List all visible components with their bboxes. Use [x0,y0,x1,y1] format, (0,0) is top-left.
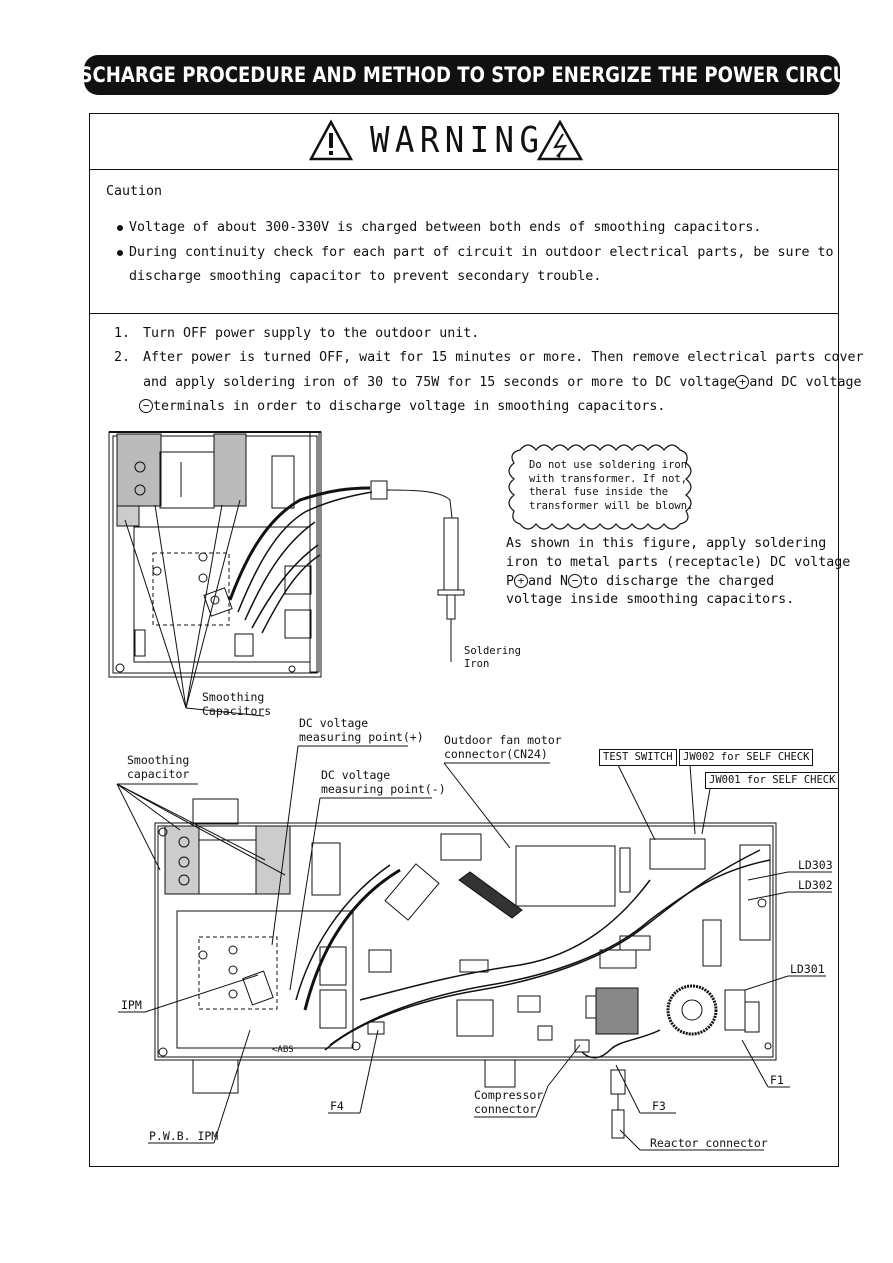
smoothing-capacitor-label: Smoothing capacitor [127,753,189,782]
warning-row [89,113,839,170]
label-p: P [506,574,515,589]
banner-title: DISCHARGE PROCEDURE AND METHOD TO STOP E… [57,63,867,87]
cloud-note-line: Do not use soldering iron [529,459,688,471]
abs-marking: <ABS [272,1045,294,1055]
compressor-connector-label: Compressor connector [474,1088,543,1117]
f1-label: F1 [770,1073,784,1087]
figure1-board-drawing [108,431,465,678]
figure1-desc-line1: As shown in this figure, apply soldering [506,536,827,551]
step-2-line2: and apply soldering iron of 30 to 75W fo… [143,375,861,389]
soldering-iron-label-line: Soldering [464,645,521,657]
ipm-label: IPM [121,998,142,1012]
label-line: Smoothing [127,753,190,767]
label-and-n: and N [528,574,569,589]
step-2-number: 2. [114,350,131,365]
ld302-label: LD302 [798,878,833,892]
plus-symbol-icon: + [514,574,529,588]
figure1-desc-line2: iron to metal parts (receptacle) DC volt… [506,555,851,570]
dc-plus-label: DC voltage measuring point(+) [299,716,424,745]
soldering-iron-label-line: Iron [464,658,490,671]
reactor-connector-label: Reactor connector [650,1136,768,1150]
label-line: Outdoor fan motor [444,733,562,747]
fan-connector-label: Outdoor fan motor connector(CN24) [444,733,562,762]
caution-bullet-2-line2: discharge smoothing capacitor to prevent… [129,269,602,284]
caution-box [89,170,839,314]
f3-label: F3 [652,1099,666,1113]
step-2-line3: −terminals in order to discharge voltage… [139,399,665,413]
warning-triangle-icon [308,119,354,161]
minus-symbol-icon: − [139,399,153,413]
step-1-text: Turn OFF power supply to the outdoor uni… [143,326,480,341]
figure1-desc-line4: voltage inside smoothing capacitors. [506,592,795,607]
content-frame [89,113,839,1167]
label-line: Smoothing [202,690,265,704]
cloud-note-line: theral fuse inside the [529,486,669,498]
bullet-dot [117,250,123,256]
jw001-label: JW001 for SELF CHECK [705,772,840,790]
caution-heading: Caution [106,184,163,199]
caution-bullet-1: Voltage of about 300-330V is charged bet… [129,220,762,235]
f4-label: F4 [330,1099,344,1113]
ld303-label: LD303 [798,858,833,872]
test-switch-label: TEST SWITCH [599,749,677,767]
step-2-line2b: and DC voltage [749,375,862,390]
cloud-note-line: transformer will be blown. [529,499,694,512]
soldering-iron-label: Soldering Iron [464,645,521,671]
pwb-ipm-label: P.W.B. IPM [149,1129,219,1143]
figure1-desc-line3: P+and N−to discharge the charged [506,574,774,588]
plus-symbol-icon: + [735,375,750,389]
label-line: Compressor [474,1088,544,1102]
label-line: DC voltage [299,716,369,730]
cloud-note-line: with transformer. If not, [529,472,688,485]
desc-rest: to discharge the charged [582,574,775,589]
label-line: Capacitors [202,704,272,719]
section-banner: DISCHARGE PROCEDURE AND METHOD TO STOP E… [58,55,866,95]
figure2-leader-lines [116,745,832,1151]
jw002-label: JW002 for SELF CHECK [679,749,814,767]
label-line: connector [474,1102,537,1117]
step-2-line2a: and apply soldering iron of 30 to 75W fo… [143,375,736,390]
electric-hazard-icon [536,119,584,161]
figure2-board-drawing [154,798,777,1139]
warning-title: WARNING [370,120,545,161]
bullet-dot [117,225,123,231]
dc-minus-label: DC voltage measuring point(-) [321,768,446,797]
minus-symbol-icon: − [568,574,583,588]
caution-bullet-2-line1: During continuity check for each part of… [129,245,834,260]
label-line: connector(CN24) [444,747,548,762]
ld301-label: LD301 [790,962,825,976]
label-line: measuring point(-) [321,782,446,797]
label-line: measuring point(+) [299,730,424,745]
step-2-line1: After power is turned OFF, wait for 15 m… [143,350,864,365]
label-line: capacitor [127,767,190,782]
smoothing-capacitors-label: Smoothing Capacitors [202,690,271,719]
label-line: DC voltage [321,768,391,782]
cloud-note: Do not use soldering iron with transform… [529,459,693,513]
step-2-line3-text: terminals in order to discharge voltage … [153,399,666,414]
cloud-note-outline [508,444,692,530]
capacitor-leader-lines [124,499,265,717]
step-1-number: 1. [114,326,131,341]
